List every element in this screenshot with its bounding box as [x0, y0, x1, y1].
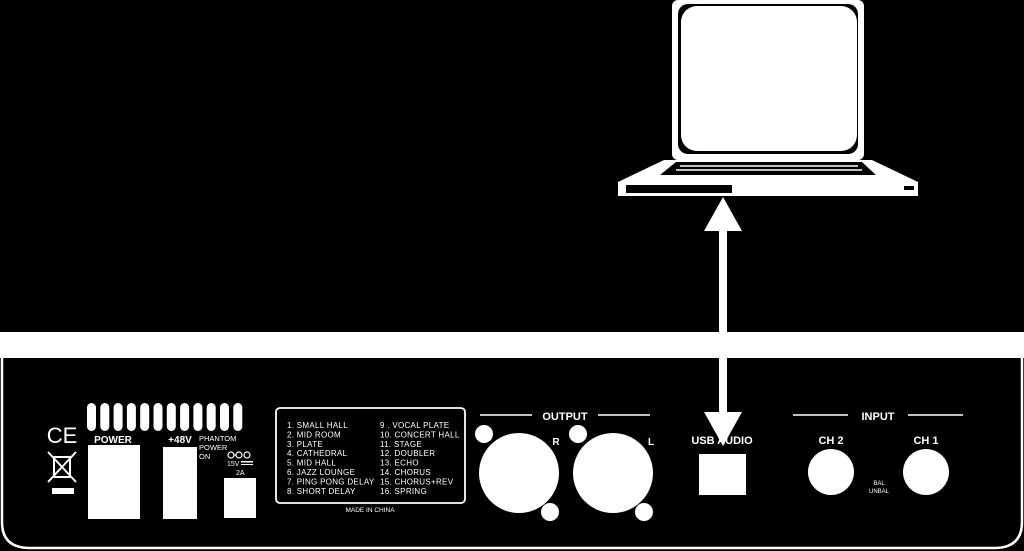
vent-slot [113, 403, 123, 431]
dc-polarity-icon [227, 451, 251, 459]
phantom-label-line-3: ON [199, 452, 210, 461]
preset-item: 6. JAZZ LOUNGE [287, 468, 355, 477]
preset-list-panel [275, 407, 466, 504]
vent-slot [193, 403, 203, 431]
vent-slot [100, 403, 110, 431]
bal-label: BAL [873, 481, 885, 487]
preset-item: 14. CHORUS [380, 468, 431, 477]
bidirectional-arrow-icon [704, 197, 742, 446]
phantom-power-switch[interactable] [163, 447, 197, 519]
power-label: POWER [94, 435, 133, 446]
dc-symbol-line [241, 461, 253, 463]
preset-item: 4. CATHEDRAL [287, 449, 348, 458]
ch2-input-jack[interactable] [808, 449, 854, 495]
preset-item: 11. STAGE [380, 440, 422, 449]
usb-port[interactable] [699, 454, 746, 495]
svg-text:CE: CE [47, 423, 78, 448]
preset-item: 15. CHORUS+REV [380, 477, 454, 486]
preset-item: 8. SHORT DELAY [287, 487, 356, 496]
output-l-label: L [648, 437, 654, 448]
ch2-label: CH 2 [818, 435, 843, 447]
unbal-label: UNBAL [869, 489, 890, 495]
preset-item: 10. CONCERT HALL [380, 430, 460, 439]
ch1-input-jack[interactable] [903, 449, 949, 495]
vent-slot [233, 403, 243, 431]
preset-item: 12. DOUBLER [380, 449, 435, 458]
dc-voltage-label: 15V [227, 461, 240, 468]
vent-slot [166, 403, 176, 431]
vent-slot [140, 403, 150, 431]
vent-slot [220, 403, 229, 431]
output-label: OUTPUT [542, 411, 588, 423]
vent-slot [126, 403, 136, 431]
preset-item: 1. SMALL HALL [287, 421, 348, 430]
laptop-icon [618, 0, 918, 196]
ventilation-slots [87, 403, 243, 431]
output-l-xlr-jack[interactable] [569, 425, 653, 521]
preset-item: 7. PING PONG DELAY [287, 477, 375, 486]
ce-mark-icon: CE [47, 423, 78, 448]
dc-current-label: 2A [236, 470, 245, 477]
vent-slot [87, 403, 96, 431]
usb-audio-label: USB AUDIO [691, 435, 753, 447]
preset-item: 2. MID ROOM [287, 430, 341, 439]
phantom-label-line-2: POWER [199, 443, 228, 452]
preset-item: 5. MID HALL [287, 459, 336, 468]
ch1-label: CH 1 [913, 435, 938, 447]
weee-bin-icon [47, 451, 77, 494]
phantom-48v-label: +48V [168, 435, 192, 446]
preset-item: 13. ECHO [380, 459, 419, 468]
vent-slot [206, 403, 216, 431]
output-r-xlr-jack[interactable] [475, 425, 559, 521]
rear-panel [0, 332, 1024, 550]
preset-item: 3. PLATE [287, 440, 323, 449]
dc-power-jack[interactable] [224, 478, 256, 518]
phantom-label-line-1: PHANTOM [199, 434, 236, 443]
made-in-label: MADE IN CHINA [345, 507, 395, 514]
output-r-label: R [552, 437, 560, 448]
dc-symbol-dash [241, 464, 253, 465]
vent-slot [153, 403, 163, 431]
preset-item: 16. SPRING [380, 487, 427, 496]
vent-slot [180, 403, 190, 431]
power-switch[interactable] [88, 445, 140, 519]
input-label: INPUT [862, 411, 895, 423]
preset-item: 9 . VOCAL PLATE [380, 421, 449, 430]
